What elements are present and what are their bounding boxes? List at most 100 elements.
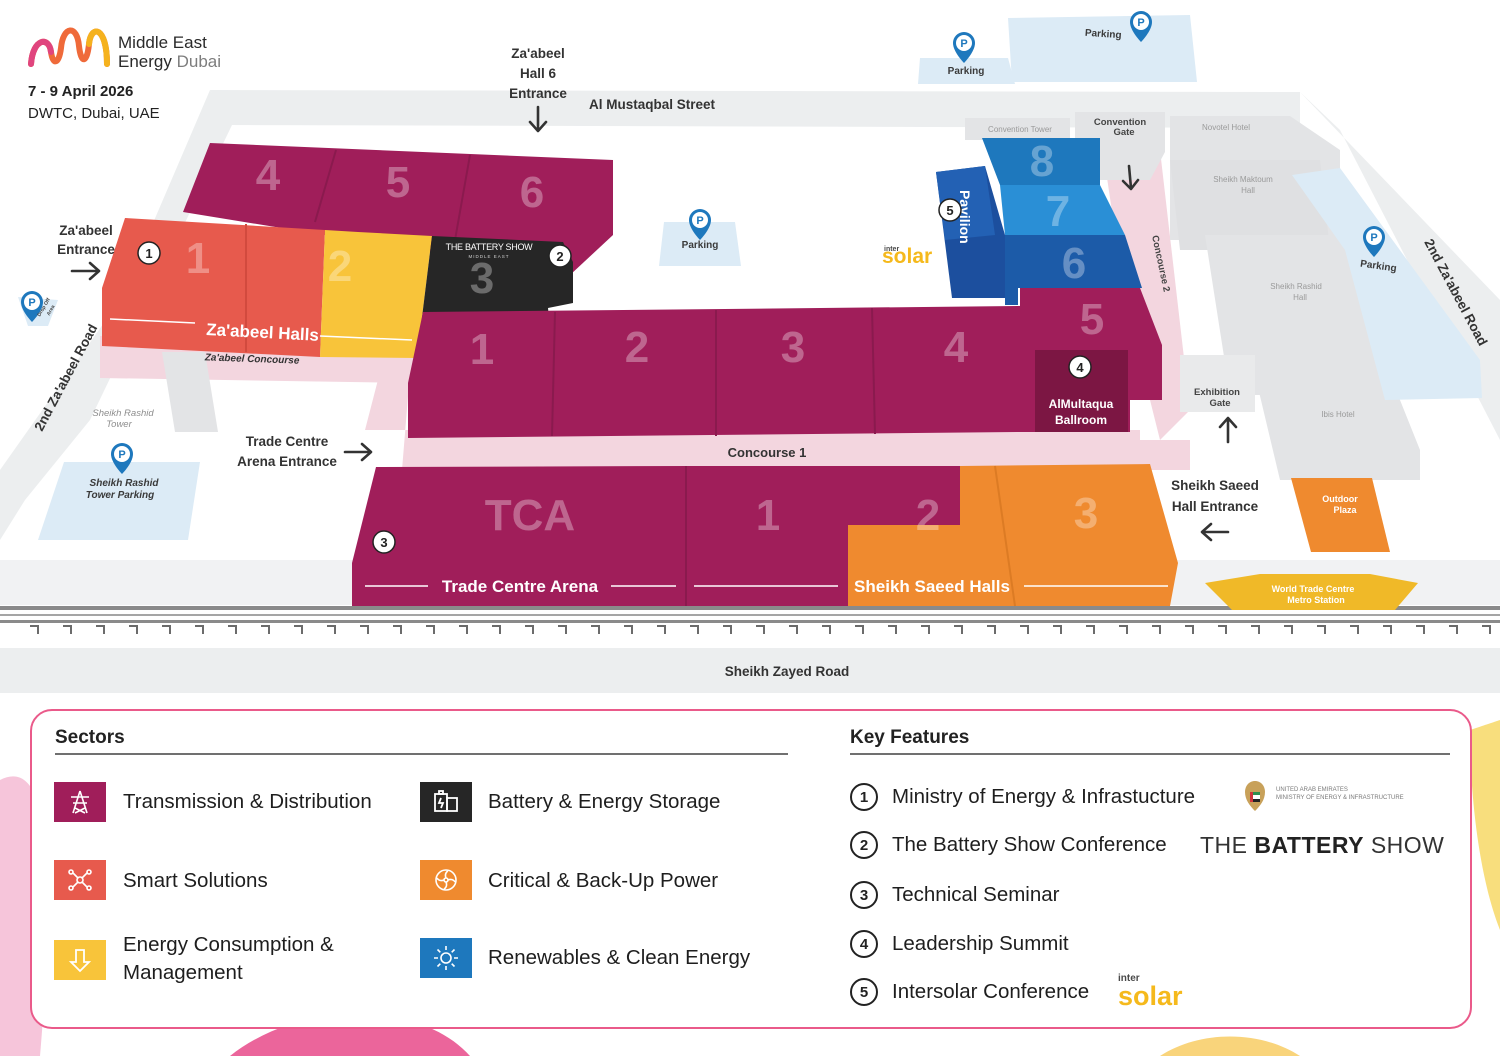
tower-icon	[54, 782, 106, 822]
uae-ministry-line: MINISTRY OF ENERGY & INFRASTRUCTURE	[1276, 795, 1404, 801]
ballroom-label: AlMultaqua	[1049, 397, 1114, 411]
ibis-hotel-label: Ibis Hotel	[1321, 410, 1355, 419]
pavilion-label: Pavilion	[957, 190, 973, 244]
event-logo-text: Middle East Energy Dubai	[118, 33, 221, 71]
feature-number: 3	[850, 881, 878, 909]
event-logo-icon	[28, 27, 110, 67]
logo-line-1: Middle East	[118, 33, 207, 52]
rashid-tower-label: Tower	[106, 419, 132, 430]
trade-arena-entrance-label: Trade Centre	[246, 434, 329, 449]
arrow-right-icon	[70, 261, 101, 281]
sector-label: Energy Consumption & Management	[123, 933, 334, 984]
zaabeel-hall6-entrance-label: Entrance	[509, 86, 567, 101]
hall-number: 3	[1074, 489, 1098, 538]
convention-tower-label: Convention Tower	[988, 125, 1052, 134]
battery-logo-bold: BATTERY	[1254, 832, 1364, 858]
outdoor-plaza-label: Plaza	[1333, 505, 1357, 515]
down-arrow-icon	[54, 940, 106, 980]
zaabeel-hall6-entrance-label: Hall 6	[520, 66, 557, 81]
hall-number: 3	[470, 254, 494, 303]
battery-show-sign-sub: MIDDLE EAST	[468, 254, 509, 259]
arrow-up-icon	[1218, 416, 1238, 444]
surrounding-buildings	[162, 112, 1420, 610]
intersolar-logo: inter solar	[1118, 973, 1183, 1011]
feature-label: Leadership Summit	[892, 932, 1069, 955]
sector-label: Critical & Back-Up Power	[488, 869, 719, 892]
sector-label: Battery & Energy Storage	[488, 790, 721, 813]
marker-2: 2	[548, 244, 572, 268]
halls-6-8	[936, 138, 1142, 305]
hall-number: 1	[756, 491, 780, 540]
ballroom-label: Ballroom	[1055, 413, 1107, 427]
zaabeel-entrance-label: Za'abeel	[59, 223, 113, 238]
sun-icon	[420, 938, 472, 978]
hall-number: 6	[520, 168, 544, 217]
al-mustaqbal-street-label: Al Mustaqbal Street	[589, 97, 716, 112]
intersolar-logo-small: inter	[1118, 973, 1140, 984]
railway-track	[0, 606, 1500, 634]
svg-text:4: 4	[1076, 360, 1084, 375]
battery-logo-post: SHOW	[1370, 832, 1445, 858]
hall-number: 2	[916, 491, 940, 540]
svg-text:3: 3	[380, 535, 387, 550]
sheikh-saeed-entrance-label: Hall Entrance	[1172, 499, 1259, 514]
zaabeel-entrance-label: Entrance	[57, 242, 115, 257]
feature-number: 4	[850, 930, 878, 958]
hall-number: TCA	[485, 491, 575, 540]
marker-1: 1	[137, 241, 161, 265]
feature-number: 1	[850, 783, 878, 811]
uae-ministry-text: UNITED ARAB EMIRATES MINISTRY OF ENERGY …	[1276, 786, 1404, 802]
metro-station-label: Metro Station	[1287, 595, 1345, 605]
concourse-halls	[408, 288, 1162, 438]
rashid-hall-label: Sheikh Rashid	[1270, 282, 1322, 291]
metro-station-label: World Trade Centre	[1272, 584, 1355, 594]
arena-label: Trade Centre Arena	[442, 577, 599, 596]
fan-icon	[420, 860, 472, 900]
marker-5: 5	[938, 198, 962, 222]
feature-label: Technical Seminar	[892, 883, 1060, 906]
venue-map: P	[0, 11, 1500, 693]
parking-label: Parking	[1084, 28, 1121, 42]
svg-text:5: 5	[946, 203, 953, 218]
arrow-down-icon	[528, 105, 548, 133]
key-features-divider	[850, 753, 1450, 755]
intersolar-logo-big: solar	[1118, 981, 1183, 1011]
sectors-heading: Sectors	[55, 727, 125, 748]
parking-label: Parking	[682, 240, 719, 251]
rashid-hall-label: Hall	[1293, 293, 1307, 302]
sheikh-rashid-parking-label: Sheikh Rashid	[90, 478, 160, 489]
sheikh-zayed-road-label: Sheikh Zayed Road	[725, 664, 850, 679]
battery-logo-pre: THE	[1200, 832, 1248, 858]
hall-number: 2	[625, 323, 649, 372]
key-features-heading: Key Features	[850, 727, 970, 748]
arrow-left-icon	[1200, 522, 1230, 542]
arrow-down-icon	[1121, 164, 1140, 191]
zaabeel-concourse-label: Za'abeel Concourse	[204, 352, 300, 366]
feature-label: Ministry of Energy & Infrastucture	[892, 785, 1196, 808]
parking-label: Parking	[1359, 259, 1397, 275]
arena-halls	[352, 464, 1178, 607]
intersolar-map-small: inter	[884, 246, 899, 253]
hall-number: 1	[470, 325, 494, 374]
sectors-divider	[55, 753, 788, 755]
event-date: 7 - 9 April 2026	[28, 83, 134, 100]
convention-gate-label: Convention	[1094, 117, 1146, 128]
hall-number: 4	[256, 151, 281, 200]
logo-dubai: Dubai	[176, 52, 222, 71]
sector-label: Transmission & Distribution	[123, 790, 372, 813]
exhibition-gate-label: Gate	[1209, 398, 1230, 409]
parking-label: Parking	[948, 66, 985, 77]
feature-number: 5	[850, 978, 878, 1006]
battery-icon	[420, 782, 472, 822]
exhibition-gate-label: Exhibition	[1194, 387, 1240, 398]
battery-show-sign: THE BATTERY SHOW	[446, 242, 534, 252]
sector-label: Smart Solutions	[123, 869, 268, 892]
parking-lots	[18, 15, 1482, 540]
intersolar-map-logo: solar	[882, 245, 932, 268]
hall-number: 5	[1080, 295, 1104, 344]
trade-arena-entrance-label: Arena Entrance	[237, 454, 337, 469]
uae-emblem-icon	[1245, 781, 1265, 811]
hall-number: 6	[1062, 239, 1086, 288]
hall-number: 7	[1046, 187, 1070, 236]
sector-label: Renewables & Clean Energy	[488, 946, 751, 969]
